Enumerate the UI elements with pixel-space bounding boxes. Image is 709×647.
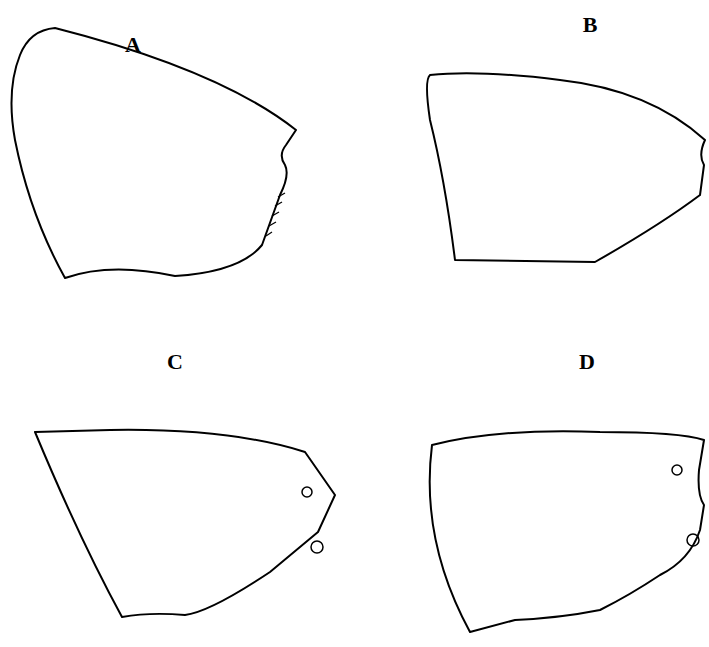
pore-d2: [687, 534, 699, 546]
pore-c2: [311, 541, 323, 553]
outline-c: [35, 430, 335, 617]
outline-a: [11, 28, 296, 278]
panel-letter: C: [167, 351, 183, 373]
panel-letter: D: [579, 351, 595, 373]
outline-b: [427, 73, 705, 262]
panel-letter: B: [583, 14, 598, 36]
pore-d1: [672, 465, 682, 475]
panel-letter: A: [125, 34, 141, 56]
pore-c1: [302, 487, 312, 497]
tick-marks: [266, 193, 285, 236]
outline-d: [430, 431, 704, 632]
